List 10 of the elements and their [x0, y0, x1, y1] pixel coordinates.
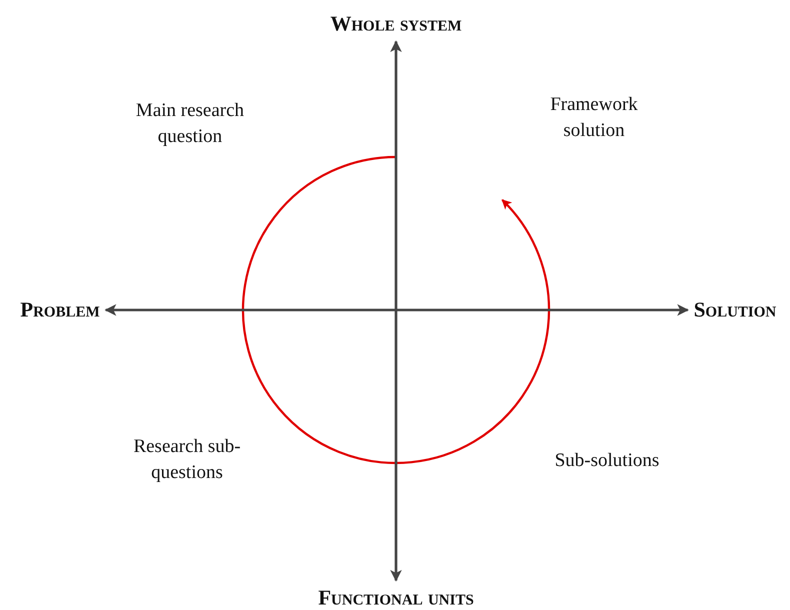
axis-arrow	[104, 304, 689, 316]
axis-label: Solution	[694, 298, 776, 322]
axis-arrow	[390, 40, 402, 582]
quadrant-label: Sub-solutions	[554, 449, 660, 473]
quadrant-label: Main research question	[135, 99, 245, 149]
axis-label: Functional units	[318, 586, 474, 610]
axis-label: Problem	[20, 298, 100, 322]
quadrant-label: Framework solution	[549, 93, 639, 143]
quadrant-label: Research sub-questions	[132, 435, 242, 485]
axis-label: Whole system	[330, 12, 462, 36]
